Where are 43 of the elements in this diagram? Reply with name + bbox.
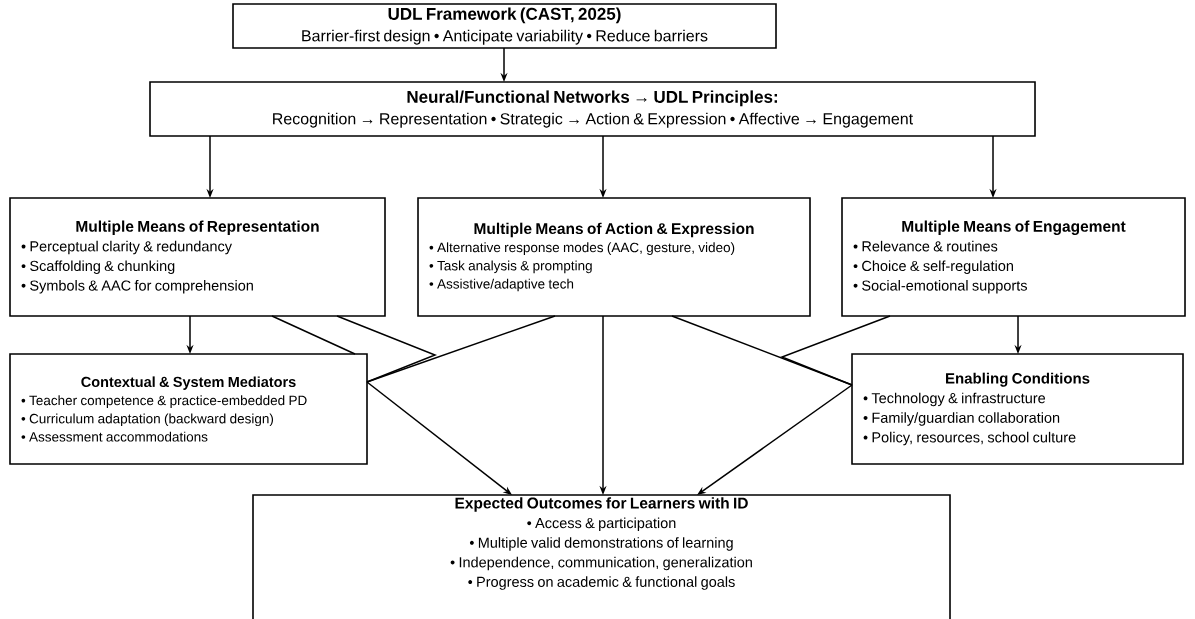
category-box [9, 197, 386, 317]
node-label: Contextual & System Mediators [81, 376, 296, 390]
node-label: • Assistive/adaptive tech [429, 278, 574, 292]
node-label: Recognition → Representation • Strategic → Action & Expression • Affective → Engagement [273, 112, 914, 128]
node-label: • Independence, communication, generalization [450, 556, 752, 571]
node-label: Barrier-first design • Anticipate variability • Reduce barriers [302, 29, 708, 45]
node-label: • Policy, resources, school culture [863, 431, 1076, 446]
node-label: UDL Framework (CAST, 2025) [388, 7, 621, 24]
node-label: • Progress on academic & functional goals [468, 576, 735, 590]
outcomes-box [252, 494, 951, 619]
node-label: Expected Outcomes for Learners with ID [455, 497, 748, 512]
node-label: • Task analysis & prompting [429, 260, 592, 274]
node-label: Multiple Means of Action & Expression [474, 222, 754, 238]
node-label: • Relevance & routines [853, 240, 998, 252]
node-label: Multiple Means of Engagement [902, 220, 1126, 235]
connector-line [366, 315, 556, 383]
node-label: • Technology & infrastructure [863, 392, 1046, 407]
node-label: • Perceptual clarity & redundancy [21, 240, 232, 255]
node-label: • Assessment accommodations [21, 431, 208, 442]
node-label: • Social-emotional supports [853, 280, 1027, 294]
category-box [9, 353, 368, 465]
category-box [841, 197, 1186, 317]
node-label: • Teacher competence & practice-embedded PD [21, 395, 307, 408]
framework-box [232, 3, 777, 49]
framework-box [149, 81, 1036, 137]
node-label: • Scaffolding & chunking [21, 260, 175, 274]
node-label: • Alternative response modes (AAC, gesture, video) [429, 242, 735, 255]
connector-line [779, 315, 891, 386]
node-label: Enabling Conditions [946, 372, 1090, 387]
connector-line [271, 315, 356, 355]
node-label: Neural/Functional Networks → UDL Principles: [407, 90, 778, 107]
arrow [366, 381, 512, 495]
node-label: • Access & participation [527, 517, 676, 532]
node-label: • Multiple valid demonstrations of learning [469, 537, 733, 551]
node-label: • Curriculum adaptation (backward design) [21, 413, 274, 427]
arrow [697, 384, 853, 495]
node-label: Multiple Means of Representation [76, 220, 319, 235]
category-box [417, 197, 811, 317]
category-box [851, 353, 1184, 465]
node-label: • Family/guardian collaboration [863, 412, 1060, 426]
node-label: • Choice & self-regulation [853, 260, 1013, 274]
node-label: • Symbols & AAC for comprehension [21, 280, 253, 294]
connector-line [336, 315, 438, 383]
